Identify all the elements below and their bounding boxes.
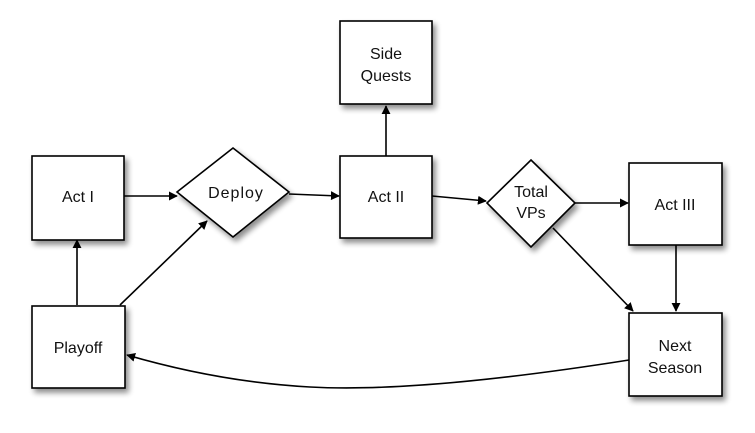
edges [72,105,681,389]
node-deploy: Deploy [175,146,291,239]
node-side-quests: Side Quests [339,20,433,105]
node-total-vps: Total VPs [485,158,577,249]
node-next-season-line1: Next [659,338,692,355]
node-total-vps-line2: VPs [516,205,545,222]
node-side-quests-line1: Side [370,46,402,63]
node-act2-label: Act II [368,189,404,206]
edge-playoff-deploy [119,220,208,306]
edge-next-season-playoff [126,352,630,389]
node-act2: Act II [339,155,433,239]
node-next-season: Next Season [628,312,723,397]
edge-act2-total-vps [431,195,487,205]
node-act3-label: Act III [655,197,696,214]
node-playoff: Playoff [31,305,126,389]
node-act1-label: Act I [62,189,94,206]
node-deploy-label: Deploy [208,185,264,202]
node-next-season-line2: Season [648,360,702,377]
node-total-vps-line1: Total [514,184,548,201]
edge-deploy-act2 [288,191,340,201]
node-side-quests-line2: Quests [361,68,412,85]
edge-total-vps-next-season [552,227,634,312]
node-act1: Act I [31,155,125,241]
node-act3: Act III [628,162,723,246]
node-playoff-label: Playoff [54,340,103,357]
